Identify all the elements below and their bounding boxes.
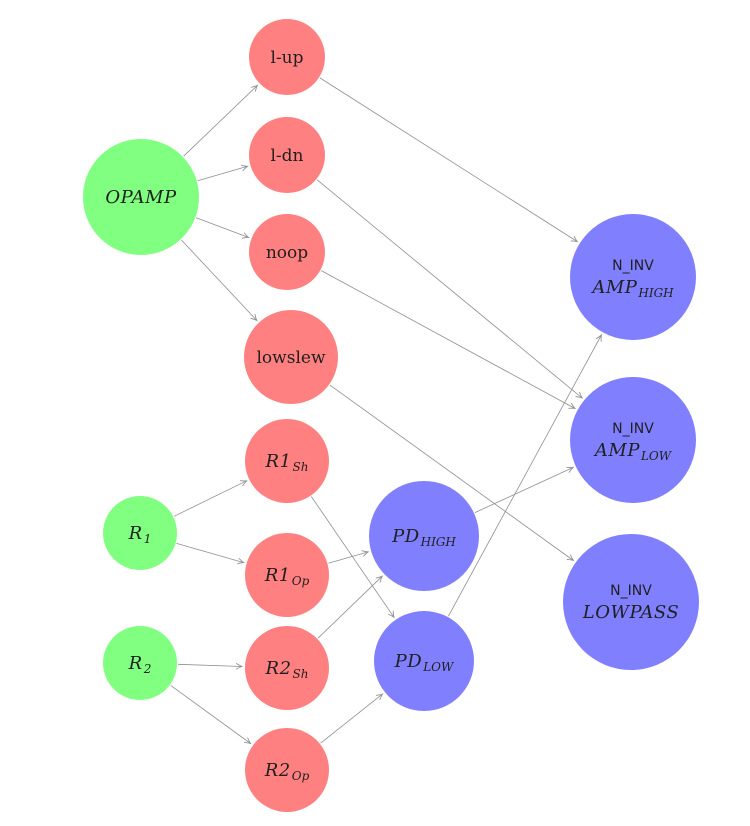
edge-l-up-to-amphigh bbox=[319, 77, 577, 242]
node-r1: R1 bbox=[103, 496, 177, 570]
node-pdlow: PDLOW bbox=[374, 611, 474, 711]
amphigh-label-0: N_INV bbox=[612, 258, 654, 274]
l-dn-circle bbox=[249, 117, 325, 193]
r1sh-circle bbox=[245, 419, 329, 503]
amplow-label-0-text: N_INV bbox=[612, 421, 654, 437]
lowpass-label-1: LOWPASS bbox=[582, 602, 680, 623]
pdlow-label-0: PDLOW bbox=[394, 651, 455, 674]
amphigh-label-1-subscript: HIGH bbox=[637, 286, 674, 300]
edge-r2-to-r2op bbox=[170, 685, 251, 743]
r2op-label-0-subscript: Op bbox=[292, 769, 310, 783]
lowpass-label-1-text: LOWPASS bbox=[582, 602, 680, 623]
edge-r1-to-r1sh bbox=[173, 481, 247, 517]
lowpass-circle bbox=[563, 534, 699, 670]
edge-r2-to-r2sh bbox=[177, 664, 242, 666]
opamp-label-0-text: OPAMP bbox=[105, 187, 177, 208]
node-amplow: N_INV AMPLOW bbox=[570, 377, 696, 503]
edge-pdlow-to-amphigh bbox=[448, 335, 601, 617]
r2-label-0: R2 bbox=[128, 653, 152, 676]
edge-r2op-to-pdlow bbox=[320, 694, 383, 744]
pdhigh-label-0: PDHIGH bbox=[391, 526, 456, 549]
l-up-label-0-text: l-up bbox=[270, 48, 303, 68]
edge-opamp-to-noop bbox=[196, 217, 248, 238]
amplow-label-1-subscript: LOW bbox=[640, 449, 673, 463]
r1sh-label-0-text: R1 bbox=[265, 451, 292, 472]
pdhigh-label-0-subscript: HIGH bbox=[420, 535, 457, 549]
lowslew-label-0-text: lowslew bbox=[257, 348, 326, 368]
amphigh-label-1-text: AMP bbox=[590, 277, 637, 298]
r1sh-label-0: R1Sh bbox=[265, 451, 309, 474]
node-r2: R2 bbox=[103, 626, 177, 700]
amphigh-circle bbox=[570, 214, 696, 340]
node-lowpass: N_INV LOWPASS bbox=[563, 534, 699, 670]
edge-opamp-to-lowslew bbox=[181, 239, 256, 321]
edge-pdhigh-to-amplow bbox=[474, 468, 573, 513]
node-lowslew: lowslew bbox=[244, 310, 338, 404]
amphigh-label-1: AMPHIGH bbox=[590, 277, 674, 300]
lowslew-circle bbox=[244, 310, 338, 404]
r2-circle bbox=[103, 626, 177, 700]
amphigh-label-0-text: N_INV bbox=[612, 258, 654, 274]
r2sh-label-0: R2Sh bbox=[265, 658, 309, 681]
noop-label-0: noop bbox=[266, 243, 308, 263]
edge-r1sh-to-pdlow bbox=[310, 496, 394, 618]
pdlow-circle bbox=[374, 611, 474, 711]
l-dn-label-0: l-dn bbox=[270, 146, 303, 166]
noop-label-0-text: noop bbox=[266, 243, 308, 263]
node-amphigh: N_INV AMPHIGH bbox=[570, 214, 696, 340]
r1-circle bbox=[103, 496, 177, 570]
r2sh-label-0-text: R2 bbox=[265, 658, 292, 679]
node-pdhigh: PDHIGH bbox=[369, 481, 479, 591]
amplow-label-1: AMPLOW bbox=[593, 440, 673, 463]
l-up-label-0: l-up bbox=[270, 48, 303, 68]
l-dn-label-0-text: l-dn bbox=[270, 146, 303, 166]
opamp-label-0: OPAMP bbox=[105, 187, 177, 208]
r1op-circle bbox=[245, 533, 329, 617]
r2-label-0-subscript: 2 bbox=[143, 662, 152, 676]
r1op-label-0-subscript: Op bbox=[292, 574, 310, 588]
r1-label-0-subscript: 1 bbox=[144, 532, 152, 546]
l-up-circle bbox=[249, 19, 325, 95]
r2-label-0-text: R bbox=[128, 653, 143, 674]
node-noop: noop bbox=[249, 214, 325, 290]
edge-opamp-to-l-dn bbox=[197, 166, 248, 182]
edge-noop-to-amplow bbox=[321, 270, 575, 409]
r2op-label-0: R2Op bbox=[264, 760, 310, 783]
r1op-label-0-text: R1 bbox=[264, 565, 291, 586]
r1-label-0: R1 bbox=[128, 523, 152, 546]
lowslew-label-0: lowslew bbox=[257, 348, 326, 368]
node-l-up: l-up bbox=[249, 19, 325, 95]
edge-r1-to-r1op bbox=[176, 543, 244, 562]
node-r1sh: R1Sh bbox=[245, 419, 329, 503]
pdlow-label-0-subscript: LOW bbox=[422, 660, 455, 674]
node-r2sh: R2Sh bbox=[245, 626, 329, 710]
opamp-circle bbox=[83, 139, 199, 255]
edge-lowslew-to-lowpass bbox=[329, 384, 574, 560]
lowpass-label-0: N_INV bbox=[610, 583, 652, 599]
node-r1op: R1Op bbox=[245, 533, 329, 617]
node-l-dn: l-dn bbox=[249, 117, 325, 193]
r2op-label-0-text: R2 bbox=[264, 760, 291, 781]
node-r2op: R2Op bbox=[245, 728, 329, 812]
edge-r2sh-to-pdhigh bbox=[317, 576, 382, 639]
r2sh-label-0-subscript: Sh bbox=[293, 667, 309, 681]
amplow-label-1-text: AMP bbox=[593, 440, 640, 461]
amplow-label-0: N_INV bbox=[612, 421, 654, 437]
r1op-label-0: R1Op bbox=[264, 565, 310, 588]
r1-label-0-text: R bbox=[128, 523, 143, 544]
pdlow-label-0-text: PD bbox=[394, 651, 423, 672]
r2op-circle bbox=[245, 728, 329, 812]
pdhigh-label-0-text: PD bbox=[391, 526, 420, 547]
edge-opamp-to-l-up bbox=[183, 85, 258, 157]
edge-r1op-to-pdhigh bbox=[328, 552, 368, 564]
node-opamp: OPAMP bbox=[83, 139, 199, 255]
r1sh-label-0-subscript: Sh bbox=[293, 460, 309, 474]
pdhigh-circle bbox=[369, 481, 479, 591]
r2sh-circle bbox=[245, 626, 329, 710]
noop-circle bbox=[249, 214, 325, 290]
amplow-circle bbox=[570, 377, 696, 503]
edge-l-dn-to-amplow bbox=[316, 179, 582, 398]
lowpass-label-0-text: N_INV bbox=[610, 583, 652, 599]
